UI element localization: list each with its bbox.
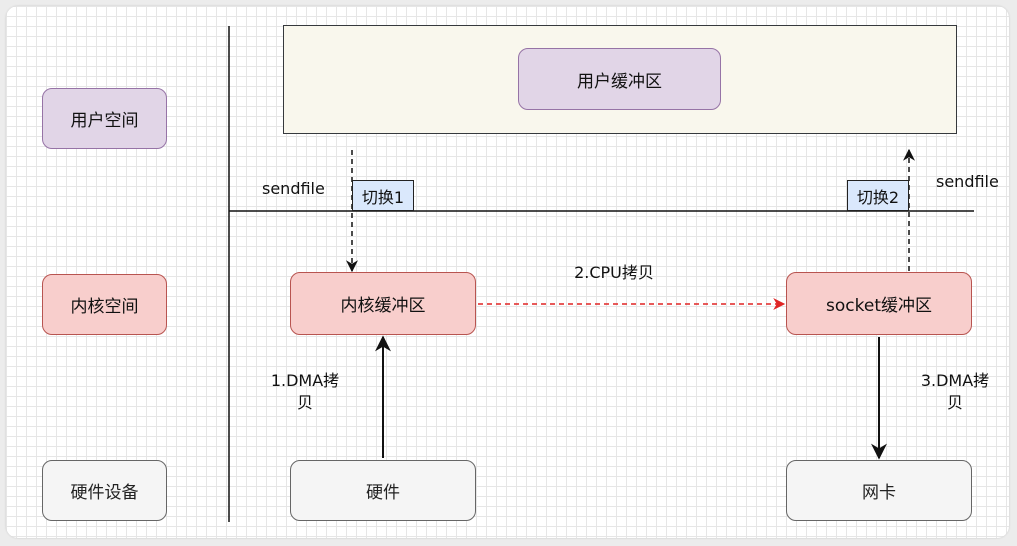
sendfile-label-right: sendfile <box>936 172 999 191</box>
cpu-copy-label: 2.CPU拷贝 <box>574 263 654 282</box>
connector-layer <box>228 26 974 522</box>
kernel-buffer-label: 内核缓冲区 <box>340 296 426 316</box>
dma-copy-1-label: 1.DMA拷 贝 <box>262 370 348 414</box>
socket-buffer-box: socket缓冲区 <box>786 272 972 335</box>
nic-label: 网卡 <box>862 483 896 503</box>
switch-2-label: 切换2 <box>856 187 900 207</box>
kernel-space-label: 内核空间 <box>70 297 139 317</box>
hardware-box: 硬件 <box>290 460 476 521</box>
switch-2-tag: 切换2 <box>847 180 909 211</box>
kernel-space-layer: 内核空间 <box>42 274 167 335</box>
dma-copy-1-line1: 1.DMA拷 <box>270 371 340 390</box>
user-buffer-label: 用户缓冲区 <box>577 71 662 92</box>
switch-1-tag: 切换1 <box>352 180 414 211</box>
hardware-device-label: 硬件设备 <box>70 483 139 503</box>
dma-copy-3-line1: 3.DMA拷 <box>920 371 990 390</box>
sendfile-label-left: sendfile <box>262 179 325 198</box>
user-buffer-box: 用户缓冲区 <box>518 48 721 110</box>
user-space-layer: 用户空间 <box>42 88 167 149</box>
hardware-device-layer: 硬件设备 <box>42 460 167 521</box>
diagram-canvas: 用户空间 内核空间 硬件设备 用户缓冲区 切换1 切换2 sendfile se… <box>6 6 1009 538</box>
switch-1-label: 切换1 <box>361 187 405 207</box>
dma-copy-3-line2: 贝 <box>946 393 963 412</box>
nic-box: 网卡 <box>786 460 972 521</box>
dma-copy-1-line2: 贝 <box>296 393 313 412</box>
user-space-label: 用户空间 <box>70 111 139 131</box>
hardware-label: 硬件 <box>366 483 400 503</box>
kernel-buffer-box: 内核缓冲区 <box>290 272 476 335</box>
dma-copy-3-label: 3.DMA拷 贝 <box>912 370 998 414</box>
socket-buffer-label: socket缓冲区 <box>826 296 932 316</box>
